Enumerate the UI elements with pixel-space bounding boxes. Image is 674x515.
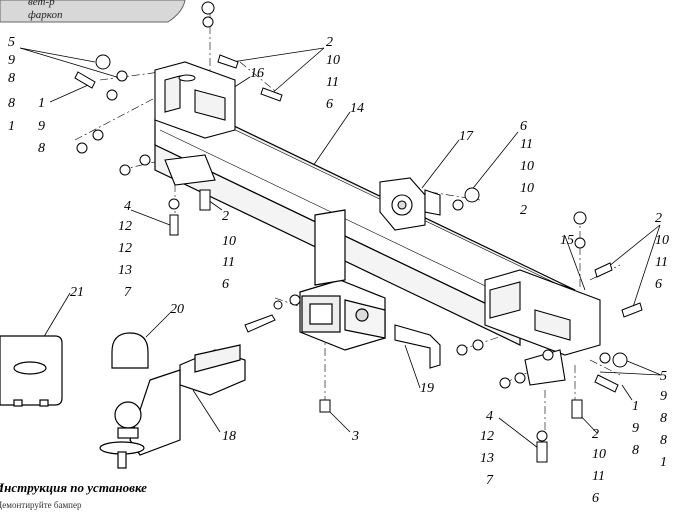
- callout-c18: 3: [351, 429, 359, 444]
- svg-text:6: 6: [222, 277, 229, 292]
- svg-text:5: 5: [660, 369, 667, 384]
- svg-text:6: 6: [520, 119, 527, 134]
- svg-text:10: 10: [520, 159, 534, 174]
- svg-text:2: 2: [655, 211, 662, 226]
- callout-c16: 1 9 8: [632, 399, 639, 458]
- callout-c8: 4 12 12 13 7: [118, 199, 132, 300]
- cap-plug: [0, 335, 63, 407]
- svg-text:10: 10: [592, 447, 606, 462]
- callout-c4: 16: [250, 66, 264, 81]
- callout-c3: 2 10 11 6: [326, 35, 340, 112]
- callout-c6: 17: [459, 129, 474, 144]
- callout-c7: 6 11 10 10 2: [520, 119, 534, 218]
- svg-text:8: 8: [8, 96, 15, 111]
- svg-text:6: 6: [326, 97, 333, 112]
- callout-c9: 2 10 11 6: [222, 209, 236, 292]
- svg-text:11: 11: [520, 137, 533, 152]
- svg-text:11: 11: [222, 255, 235, 270]
- svg-text:11: 11: [592, 469, 605, 484]
- callout-c5: 14: [350, 101, 364, 116]
- callout-c14: 19: [420, 381, 434, 396]
- hitch-pin: [394, 324, 441, 369]
- svg-text:12: 12: [118, 219, 132, 234]
- callout-c11: 2 10 11 6: [655, 211, 669, 292]
- callout-c13: 20: [170, 302, 184, 317]
- svg-text:1: 1: [38, 96, 45, 111]
- svg-text:6: 6: [592, 491, 599, 506]
- instructions-first-step: Демонтируйте бампер: [0, 500, 82, 510]
- callout-c17: 18: [222, 429, 236, 444]
- svg-text:6: 6: [655, 277, 662, 292]
- svg-text:2: 2: [592, 427, 599, 442]
- socket-plate: [379, 177, 441, 231]
- svg-text:8: 8: [8, 71, 15, 86]
- svg-text:1: 1: [632, 399, 639, 414]
- callout-c10: 15: [560, 233, 574, 248]
- svg-text:4: 4: [486, 409, 493, 424]
- svg-text:10: 10: [655, 233, 669, 248]
- svg-text:13: 13: [480, 451, 494, 466]
- ball-mount: [129, 344, 246, 456]
- callout-c15: 5 9 8 8 1: [660, 369, 667, 470]
- svg-text:7: 7: [124, 285, 132, 300]
- svg-text:7: 7: [486, 473, 494, 488]
- svg-text:8: 8: [660, 433, 667, 448]
- left-mounting-bracket: [154, 61, 236, 186]
- callout-c12: 21: [70, 285, 84, 300]
- svg-text:2: 2: [222, 209, 229, 224]
- svg-text:8: 8: [632, 443, 639, 458]
- svg-text:13: 13: [118, 263, 132, 278]
- header-tab: вет-р фаркоп: [0, 0, 186, 23]
- svg-text:1: 1: [8, 119, 15, 134]
- callout-c20: 2 10 11 6: [592, 427, 606, 506]
- svg-text:10: 10: [326, 53, 340, 68]
- tow-ball: [99, 401, 145, 469]
- svg-text:12: 12: [480, 429, 494, 444]
- svg-text:10: 10: [520, 181, 534, 196]
- svg-text:9: 9: [660, 389, 667, 404]
- receiver-tube: [299, 209, 386, 351]
- svg-text:1: 1: [660, 455, 667, 470]
- callout-c2: 1 9 8: [38, 96, 45, 156]
- svg-text:5: 5: [8, 35, 15, 50]
- ball-cover: [111, 332, 149, 369]
- svg-text:8: 8: [660, 411, 667, 426]
- svg-text:10: 10: [222, 234, 236, 249]
- svg-text:12: 12: [118, 241, 132, 256]
- callout-c1: 5 9 8 8 1: [8, 35, 15, 134]
- svg-text:2: 2: [520, 203, 527, 218]
- right-mounting-bracket: [484, 269, 601, 386]
- svg-text:8: 8: [38, 141, 45, 156]
- svg-text:9: 9: [38, 119, 45, 134]
- callout-c19: 4 12 13 7: [480, 409, 494, 488]
- svg-text:11: 11: [326, 75, 339, 90]
- svg-text:9: 9: [632, 421, 639, 436]
- fasteners: [74, 1, 643, 463]
- header-tab-partial: вет-р: [28, 0, 55, 8]
- svg-text:9: 9: [8, 53, 15, 68]
- svg-text:11: 11: [655, 255, 668, 270]
- svg-text:2: 2: [326, 35, 333, 50]
- callouts: 5 9 8 8 1 1 9 8 2 10 11 6 16 14 17 6 11 …: [8, 35, 669, 506]
- svg-text:4: 4: [124, 199, 131, 214]
- instructions-title: Инструкция по установке: [0, 480, 147, 495]
- header-tab-label: фаркоп: [28, 9, 63, 21]
